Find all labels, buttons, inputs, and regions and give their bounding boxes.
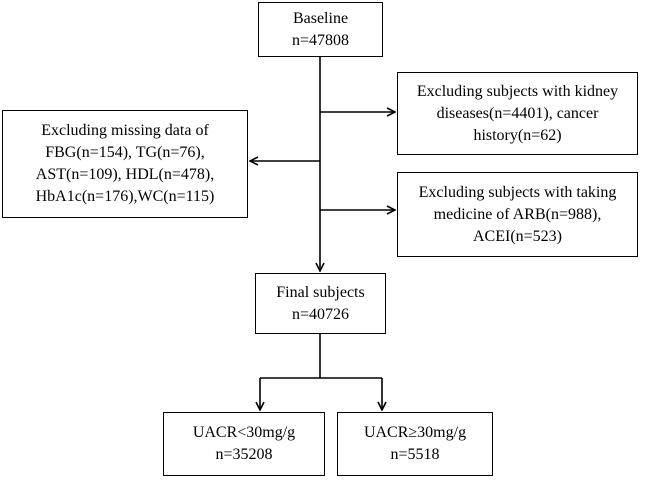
uacr-high-box: UACR≥30mg/g n=5518 [337,412,493,476]
exclude-missing-line-1: Excluding missing data of [41,122,209,139]
baseline-line-2: n=47808 [291,31,350,49]
exclude-kidney-line-1: Excluding subjects with kidney [416,82,619,100]
baseline-line-1: Baseline [292,9,349,27]
uacr-low-line-1: UACR<30mg/g [192,424,296,441]
exclude-kidney-line-3: history(n=62) [473,126,562,144]
exclude-missing-line-4: HbA1c(n=176),WC(n=115) [35,188,215,205]
uacr-low-line-2: n=35208 [215,446,273,463]
exclude-missing-box: Excluding missing data of FBG(n=154), TG… [2,110,248,218]
baseline-box: Baseline n=47808 [258,2,383,57]
exclude-kidney-box: Excluding subjects with kidney diseases(… [397,72,638,155]
uacr-high-line-2: n=5518 [390,446,440,463]
exclude-kidney-line-2: diseases(n=4401), cancer [436,104,599,122]
uacr-low-box: UACR<30mg/g n=35208 [163,412,325,476]
final-line-2: n=40726 [291,305,350,323]
uacr-high-line-1: UACR≥30mg/g [363,424,467,441]
exclude-missing-line-3: AST(n=109), HDL(n=478), [35,166,215,183]
exclude-medicine-box: Excluding subjects with taking medicine … [397,172,638,257]
final-subjects-box: Final subjects n=40726 [255,273,386,334]
final-line-1: Final subjects [276,283,365,301]
exclude-missing-line-2: FBG(n=154), TG(n=76), [45,144,205,161]
exclude-medicine-line-2: medicine of ARB(n=988), [433,205,602,223]
exclude-medicine-line-3: ACEI(n=523) [472,227,562,245]
exclude-medicine-line-1: Excluding subjects with taking [418,183,617,201]
